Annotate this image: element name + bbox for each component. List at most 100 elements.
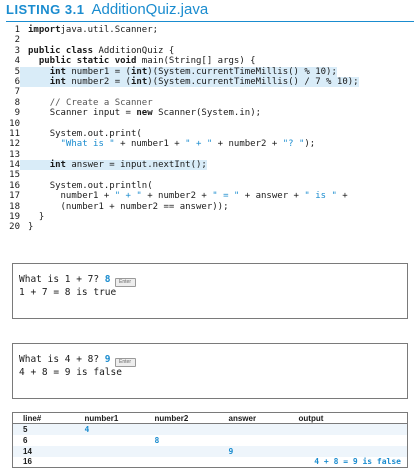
code-line: 20} <box>6 222 414 232</box>
code-keyword: new <box>136 108 153 119</box>
line-number: 3 <box>14 45 20 56</box>
code-line: 8 // Create a Scanner <box>6 98 414 108</box>
code-line: 17 number1 + " + " + number2 + " = " + a… <box>6 191 414 201</box>
line-number: 4 <box>14 56 20 67</box>
trace-header-answer: answer <box>218 412 289 424</box>
code-text: System.out.print( <box>20 129 142 139</box>
table-row: 14 9 <box>12 445 408 457</box>
code-indent <box>28 191 61 201</box>
code-token: AdditionQuiz { <box>93 45 175 56</box>
code-line: 13 <box>6 150 414 160</box>
code-token: number1 = ( <box>65 66 131 77</box>
code-token: } <box>28 222 34 233</box>
trace-header-number2: number2 <box>144 412 219 424</box>
line-number: 8 <box>14 97 20 108</box>
line-number: 14 <box>9 160 20 171</box>
code-token: Scanner input = <box>49 108 137 119</box>
line-number: 5 <box>14 66 20 77</box>
line-number: 7 <box>14 87 20 98</box>
trace-cell-output <box>288 445 408 457</box>
trace-cell-answer: 9 <box>218 445 289 457</box>
line-number: 13 <box>9 149 20 160</box>
code-string: " is " <box>304 191 337 202</box>
listing-label: LISTING 3.1 <box>6 2 85 17</box>
code-keyword: public static void <box>38 56 137 67</box>
code-text: public class AdditionQuiz { <box>20 46 174 56</box>
code-line: 2 <box>6 35 414 45</box>
enter-key-label: Enter <box>119 359 131 365</box>
code-indent <box>28 129 50 139</box>
code-keyword: int <box>130 76 148 87</box>
trace-cell-number1: 4 <box>74 423 145 435</box>
user-input: 9 <box>104 354 111 365</box>
code-text: int number2 = (int)(System.currentTimeMi… <box>20 76 359 88</box>
title-divider <box>6 21 414 22</box>
code-line: 9 Scanner input = new Scanner(System.in)… <box>6 108 414 118</box>
code-indent <box>28 212 39 222</box>
code-token: + <box>336 191 348 202</box>
trace-cell-answer <box>218 423 289 435</box>
code-text: (number1 + number2 == answer)); <box>20 202 229 212</box>
trace-cell-answer <box>219 457 289 468</box>
line-number: 15 <box>9 170 20 181</box>
code-line: 18 (number1 + number2 == answer)); <box>6 202 414 212</box>
code-string: " = " <box>212 191 240 202</box>
line-number: 10 <box>9 118 20 129</box>
code-string: " + " <box>185 139 213 150</box>
code-token: + number2 + <box>141 191 213 202</box>
trace-cell-line: 16 <box>23 457 32 467</box>
code-token: System.out.println( <box>49 180 153 191</box>
line-number: 12 <box>9 139 20 150</box>
code-indent <box>28 202 61 212</box>
code-line: 5 int number1 = (int)(System.currentTime… <box>6 66 414 77</box>
code-token: + answer + <box>239 191 305 202</box>
code-string: " + " <box>114 191 142 202</box>
code-keyword: int <box>49 160 66 171</box>
trace-header-number1: number1 <box>74 412 145 424</box>
line-number: 2 <box>14 35 20 46</box>
code-token: Scanner(System.in); <box>152 108 262 119</box>
trace-table: line# number1 number2 answer output 5 4 … <box>12 412 408 468</box>
code-line: 14 int answer = input.nextInt(); <box>6 160 414 171</box>
code-token: answer = input.nextInt(); <box>65 160 207 171</box>
line-number: 11 <box>9 128 20 139</box>
code-text: int number1 = (int)(System.currentTimeMi… <box>20 66 337 77</box>
code-indent <box>28 181 50 191</box>
line-number: 1 <box>14 25 20 35</box>
table-row: 6 8 <box>13 435 408 446</box>
code-line: 15 <box>6 170 414 180</box>
code-token: ); <box>304 139 316 150</box>
user-input: 8 <box>104 274 111 285</box>
trace-header-line: line# <box>12 412 75 424</box>
enter-key-label: Enter <box>119 279 131 285</box>
trace-cell-output: 4 + 8 = 9 is false <box>314 457 401 467</box>
code-string: "? " <box>282 139 305 150</box>
code-token: (number1 + number2 == answer)); <box>60 201 229 212</box>
code-indent <box>28 67 50 77</box>
code-token: main(String[] args) { <box>136 56 256 67</box>
code-token: number2 = ( <box>65 76 131 87</box>
code-text: Scanner input = new Scanner(System.in); <box>20 108 261 118</box>
code-text: // Create a Scanner <box>20 98 153 108</box>
code-token: + number1 + <box>114 139 186 150</box>
code-text: } <box>20 212 44 222</box>
code-token: + number2 + <box>212 139 283 150</box>
code-token: number1 + <box>60 191 115 202</box>
code-keyword: import <box>28 25 61 35</box>
trace-cell-number2 <box>145 457 219 468</box>
line-number: 20 <box>9 222 20 233</box>
trace-cell-number2 <box>144 445 219 457</box>
console-result: 1 + 7 = 8 is true <box>19 287 117 298</box>
trace-cell-number2: 8 <box>154 435 160 445</box>
code-text: "What is " + number1 + " + " + number2 +… <box>20 139 316 150</box>
trace-cell-number2 <box>144 423 219 435</box>
code-keyword: int <box>130 66 148 77</box>
code-line: 11 System.out.print( <box>6 129 414 139</box>
line-number: 6 <box>14 76 20 87</box>
trace-cell-number1 <box>75 457 145 468</box>
